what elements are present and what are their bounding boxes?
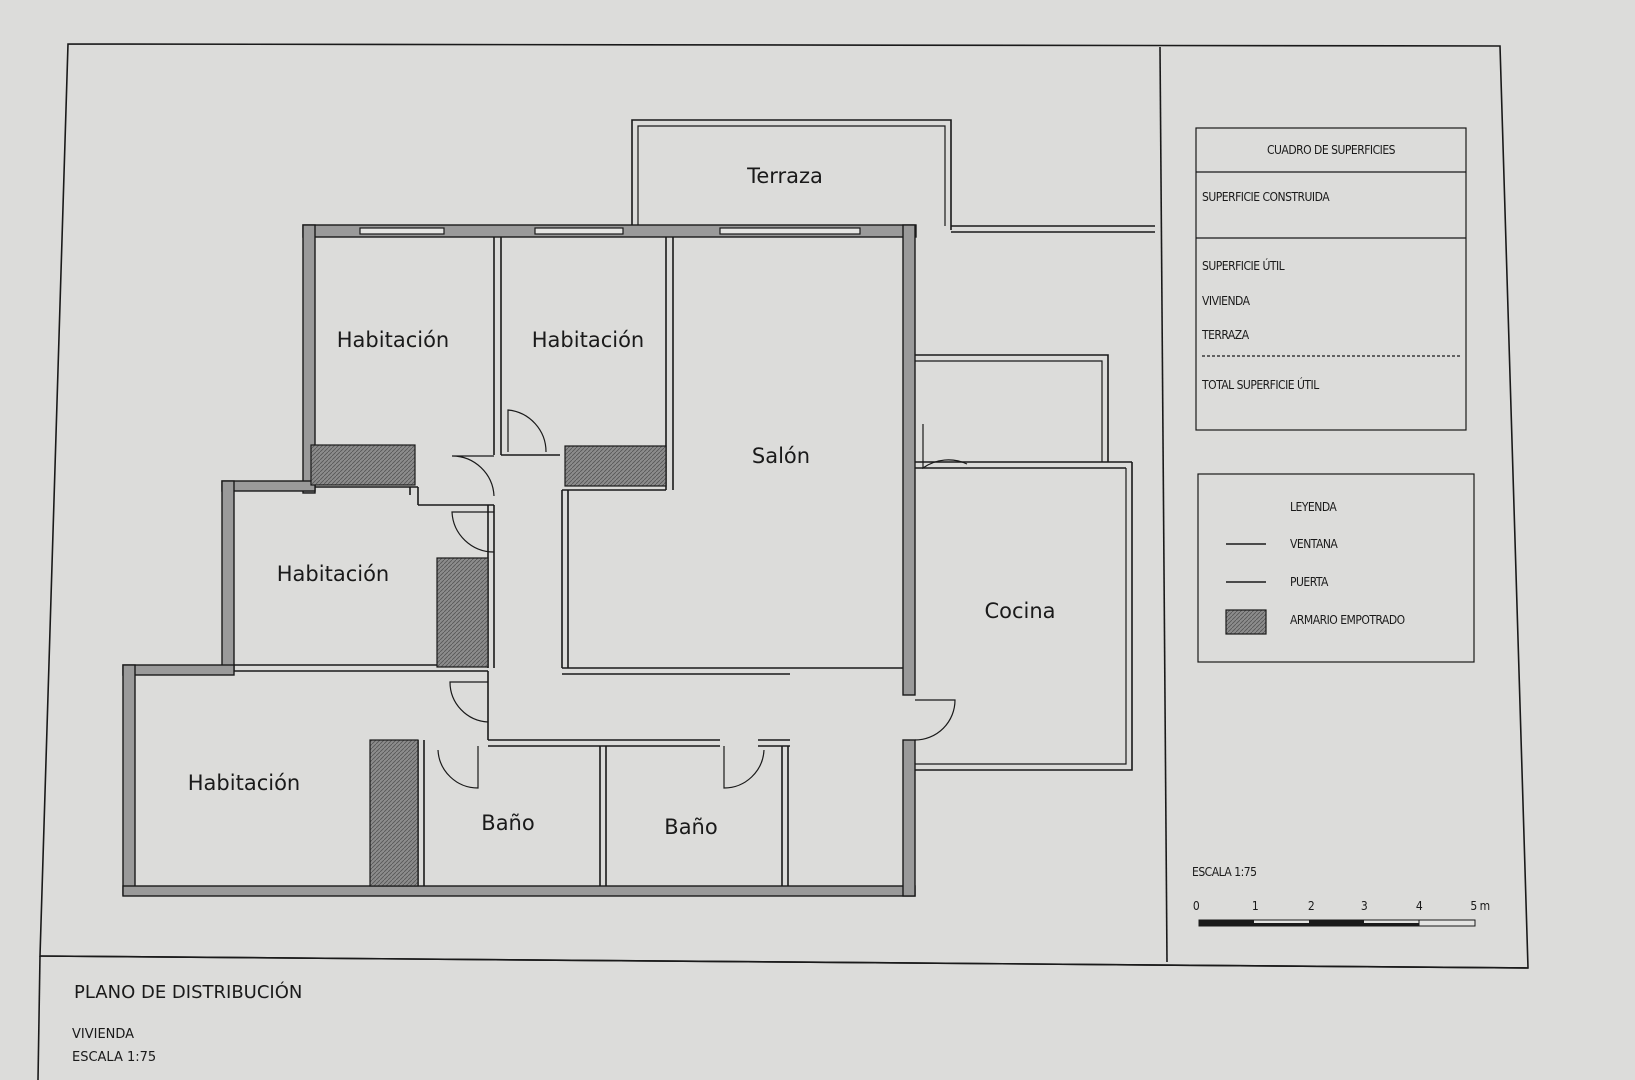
room-labels: Terraza Habitación Habitación Habitación…	[188, 164, 1056, 839]
door-hab1	[451, 455, 495, 497]
scale-label: ESCALA 1:75	[1192, 865, 1256, 879]
door-cocina	[914, 699, 956, 741]
closet-hab4	[369, 739, 419, 887]
legend-door: PUERTA	[1290, 575, 1329, 589]
door-hab4	[449, 681, 489, 723]
room-label-terraza: Terraza	[746, 164, 823, 188]
legend-closet-swatch	[1225, 609, 1267, 635]
built-in-closets	[310, 444, 667, 887]
surfaces-useful: SUPERFICIE ÚTIL	[1202, 258, 1285, 273]
kitchen-walls	[915, 354, 1133, 771]
room-label-hab4: Habitación	[188, 771, 300, 795]
scale-tick-4: 4	[1416, 899, 1423, 913]
door-hab3	[451, 511, 495, 553]
closet-hab2	[564, 445, 667, 487]
room-label-salon: Salón	[752, 444, 810, 468]
window-hab2	[534, 227, 624, 235]
scale-tick-0: 0	[1193, 899, 1200, 913]
room-label-hab1: Habitación	[337, 328, 449, 352]
legend: LEYENDA VENTANA PUERTA ARMARIO EMPOTRADO	[1197, 473, 1475, 663]
plan-subtitle-escala: ESCALA 1:75	[72, 1050, 156, 1065]
room-label-bano2: Baño	[664, 815, 717, 839]
plan-subtitle-vivienda: VIVIENDA	[72, 1027, 134, 1042]
scale-bar: ESCALA 1:75 0 1 2 3 4 5 m	[1192, 865, 1490, 927]
exterior-walls	[122, 224, 917, 897]
closet-hab3	[436, 557, 489, 668]
window-hab1	[359, 227, 445, 235]
door-hab2	[507, 409, 547, 453]
scale-tick-1: 1	[1252, 899, 1258, 913]
scale-tick-2: 2	[1308, 899, 1314, 913]
terrace-outline	[631, 119, 1155, 233]
room-label-hab2: Habitación	[532, 328, 644, 352]
surfaces-built: SUPERFICIE CONSTRUIDA	[1202, 190, 1330, 204]
room-label-bano1: Baño	[481, 811, 534, 835]
surfaces-table: CUADRO DE SUPERFICIES SUPERFICIE CONSTRU…	[1195, 127, 1467, 431]
legend-window: VENTANA	[1290, 537, 1338, 551]
windows	[359, 227, 861, 235]
legend-closet: ARMARIO EMPOTRADO	[1290, 613, 1405, 627]
room-label-cocina: Cocina	[984, 599, 1055, 623]
floor-plan: Terraza Habitación Habitación Habitación…	[122, 119, 1155, 897]
surfaces-total: TOTAL SUPERFICIE ÚTIL	[1201, 377, 1319, 392]
surfaces-terrace: TERRAZA	[1201, 328, 1250, 342]
title-block: PLANO DE DISTRIBUCIÓN VIVIENDA ESCALA 1:…	[72, 981, 302, 1065]
scale-tick-3: 3	[1361, 899, 1367, 913]
doors	[437, 409, 968, 789]
door-bano1	[437, 746, 479, 789]
door-bano2	[723, 746, 765, 789]
surfaces-dwelling: VIVIENDA	[1202, 294, 1251, 308]
door-annex	[922, 424, 968, 470]
window-salon	[719, 227, 861, 235]
scale-tick-5: 5 m	[1470, 899, 1489, 913]
room-label-hab3: Habitación	[277, 562, 389, 586]
closet-hab1	[310, 444, 416, 486]
surfaces-title: CUADRO DE SUPERFICIES	[1267, 143, 1396, 157]
sheet-frame	[37, 43, 1529, 1080]
legend-title: LEYENDA	[1290, 500, 1337, 514]
plan-title: PLANO DE DISTRIBUCIÓN	[74, 981, 302, 1003]
